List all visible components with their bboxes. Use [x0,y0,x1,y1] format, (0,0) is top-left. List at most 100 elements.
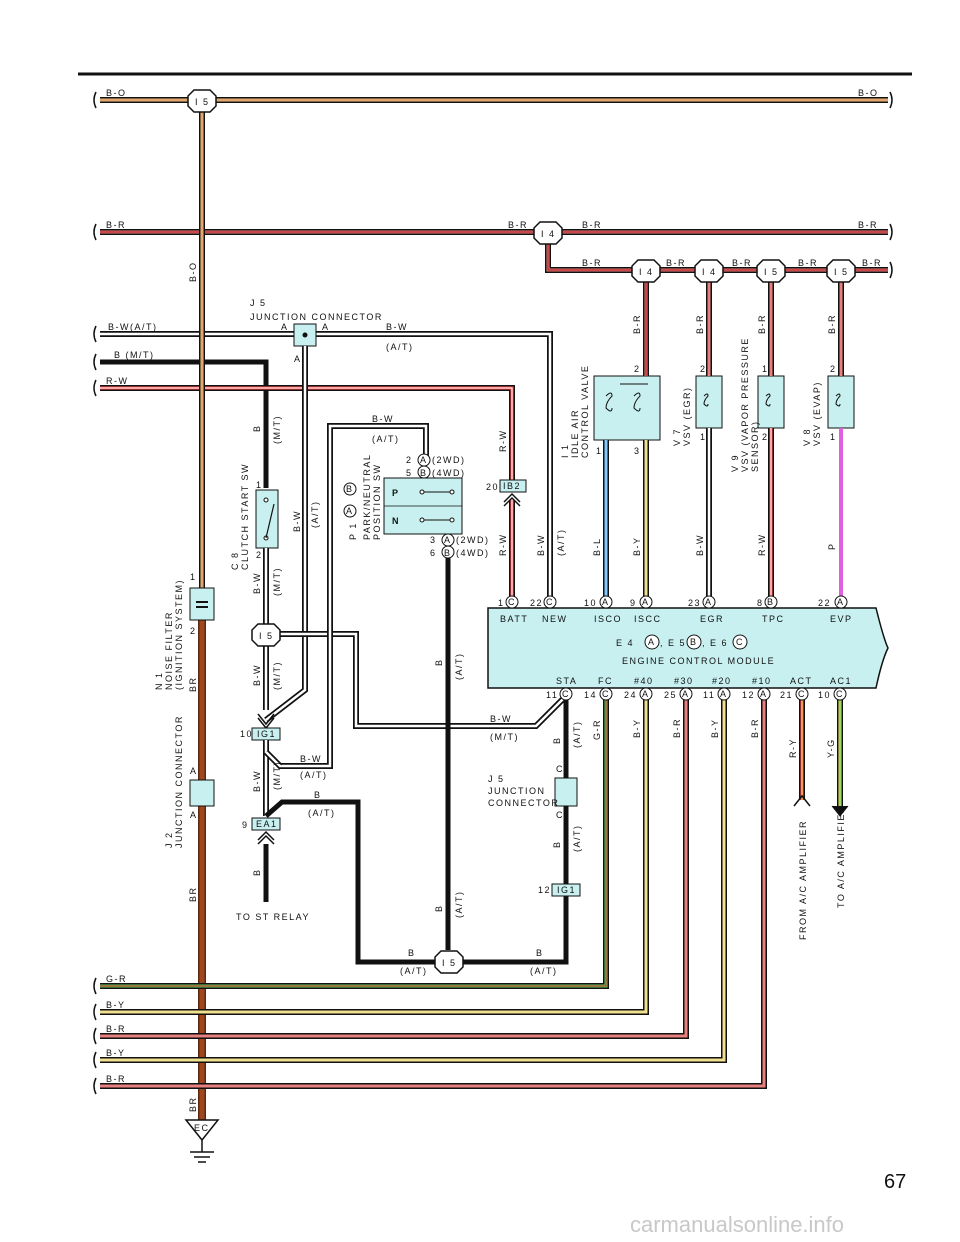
v7-name: VSV (EGR) [682,386,692,446]
vsv-egr [695,375,723,429]
label-b-r-left: B-R [106,220,126,230]
v8-name: VSV (EVAP) [812,381,822,446]
label-b-r-mid2: B-R [582,220,602,230]
pin-v7-1: 1 [700,432,707,442]
wire-b-mt [100,359,269,488]
label-ea1: EA1 [256,819,278,829]
pin-p1-cc: A [444,535,452,545]
ecm-top-conn-5: A [705,597,713,607]
pin-c8-1: 1 [256,480,263,490]
clutch-start-switch [255,489,279,549]
n1-name2: (IGNITION SYSTEM) [174,579,184,690]
pin-i1-3: 3 [634,446,641,456]
wl-mt-ig1: (M/T) [272,761,282,790]
wl-p-evp: P [827,542,837,550]
label-i5-b: I 5 [834,267,849,277]
wl-mt-sta: (M/T) [490,732,519,742]
label-i4-a: I 4 [639,267,654,277]
j5-mid-title: J 5 [488,774,505,784]
wl-at-pn: (A/T) [454,653,464,681]
pin-ib2-20: 20 [486,482,499,492]
p1-n-label: N [392,516,400,526]
ecm-bot-conn-8: C [836,689,844,699]
p1-id: P 1 [348,522,358,540]
label-ec: EC [194,1123,210,1133]
wl-at-ea1: (A/T) [308,808,336,818]
ecm-top-label-new: NEW [542,614,568,624]
wl-br2: BR [188,886,198,902]
wl-br3: BR [188,1096,198,1112]
bus-edge-marks [93,91,893,1095]
ecm-bot-num-1: 11 [546,690,558,700]
wl-at2: (A/T) [300,770,328,780]
ecm-top-num-1: 1 [498,598,505,608]
wire-b-r-2 [100,696,689,1039]
label-br-row2-c: B-R [732,258,752,268]
wl-br-i5a: B-R [757,314,767,334]
label-b-y1: B-Y [106,1000,126,1010]
ecm-bot-label-20: #20 [712,676,732,686]
wl-at-new: (A/T) [556,529,566,557]
pin-p1-4wd: (4WD) [432,468,466,478]
wl-bw-a1: B-W [292,510,302,532]
label-br-row2-e: B-R [862,258,882,268]
ecm-bot-conn-2: C [602,689,610,699]
j5-mid-name2: CONNECTOR [488,798,559,808]
pin-p1-ca: A [420,455,428,465]
wl-mt-i5: (M/T) [272,661,282,690]
label-ig1-b: IG1 [557,885,576,895]
label-i5-a: I 5 [764,267,779,277]
ecm-pin-circles [343,453,848,701]
wl-b-ea1: B [314,790,322,800]
connector-ig1-b [551,883,581,897]
i1-name2: CONTROL VALVE [580,365,590,458]
connector-ea1 [251,817,281,831]
ecm-bot-num-8: 10 [818,690,831,700]
pin-n1-2: 2 [190,626,197,636]
ecm-bot-label-act: ACT [790,676,813,686]
ecm-top-label-evp: EVP [830,614,853,624]
pin-p1-6: 6 [430,548,437,558]
p1-name1: PARK/NEUTRAL [362,454,372,540]
ecm-top-num-3: 10 [584,598,597,608]
wl-br1: BR [188,676,198,692]
wl-rw-tpc: R-W [757,534,767,557]
wl-b-bot2: B [536,948,544,958]
wl-b-j5b: B [552,840,562,848]
ecm-circ-b: B [690,637,698,647]
pin-p1-2wd: (2WD) [432,455,466,465]
ecm-bot-conn-3: A [642,689,650,699]
wl-at-pn2: (A/T) [454,891,464,919]
ecm-top-num-2: 22 [530,598,543,608]
pin-j2-a2: A [190,810,198,820]
v9-name1: VSV (VAPOR PRESSURE [740,337,750,472]
pin-ig1-12: 12 [538,885,551,895]
label-br-row2-b: B-R [666,258,686,268]
label-b-r-mid1: B-R [508,220,528,230]
wl-at-p: (A/T) [372,434,400,444]
wl-bw-ig1: B-W [252,770,262,792]
pin-v9-2: 2 [762,432,769,442]
ea1-arrows [257,830,275,845]
label-i4-b: I 4 [702,267,717,277]
noise-filter-n1 [189,587,215,621]
wire-b-w-at [100,331,553,600]
label-b-o-right: B-O [858,88,879,98]
pin-p1-cb: B [420,468,428,478]
wire-i5-ig1 [462,896,569,965]
wl-b-j5a: B [552,736,562,744]
pin-c8-2: 2 [256,550,263,560]
ecm-top-conn-1: C [508,597,516,607]
connector-ib2 [499,479,527,507]
ecm-circ-a: A [648,637,656,647]
connector-ig1-a [251,713,281,741]
pin-v7-2: 2 [700,364,707,374]
n1-id: N 1 [154,671,164,690]
ecm-bot-num-6: 12 [742,690,755,700]
label-i5-top: I 5 [195,97,210,107]
wire-pn-loop [263,423,429,769]
wl-at-top: (A/T) [386,342,414,352]
vsv-vapor [757,375,785,429]
wl-b-pn2: B [434,904,444,912]
